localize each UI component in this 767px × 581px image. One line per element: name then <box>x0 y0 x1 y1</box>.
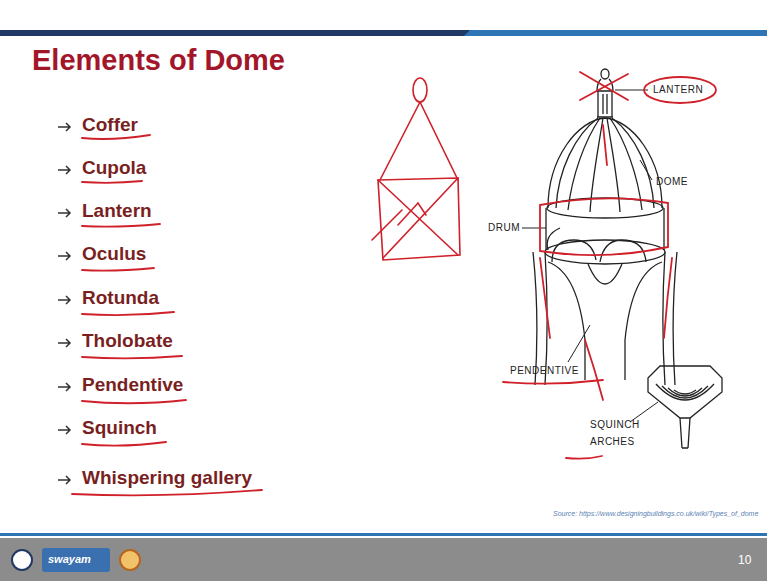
logo-text: swayam <box>48 553 91 565</box>
footer-bar <box>0 538 767 581</box>
part-label: DRUM <box>488 222 520 233</box>
part-label: SQUINCH ARCHES <box>590 416 650 450</box>
logo-icon <box>12 550 32 570</box>
part-label: PENDENTIVE <box>510 365 579 376</box>
part-label: LANTERN <box>653 84 703 95</box>
header-accent <box>464 30 767 36</box>
list-item: Squinch <box>82 417 157 439</box>
part-label: DOME <box>656 176 688 187</box>
list-item: Lantern <box>82 200 152 222</box>
list-item: Cupola <box>82 157 146 179</box>
list-item: Pendentive <box>82 374 183 396</box>
logo-icon <box>120 550 140 570</box>
hand-underlines <box>72 135 262 495</box>
list-item: Tholobate <box>82 330 173 352</box>
list-item: Whispering gallery <box>82 467 252 489</box>
list-arrows <box>58 123 70 484</box>
logo-box <box>42 548 110 572</box>
hand-sketch <box>372 78 460 260</box>
footer-line <box>0 533 767 536</box>
dome-drawing <box>533 69 722 448</box>
slide-title: Elements of Dome <box>32 44 285 77</box>
page-number: 10 <box>738 553 751 567</box>
list-item: Rotunda <box>82 287 159 309</box>
header-bar <box>0 30 767 36</box>
source-note: Source: https://www.designingbuildings.c… <box>553 510 758 517</box>
list-item: Oculus <box>82 243 146 265</box>
list-item: Coffer <box>82 114 138 136</box>
hand-annotations <box>503 72 716 459</box>
